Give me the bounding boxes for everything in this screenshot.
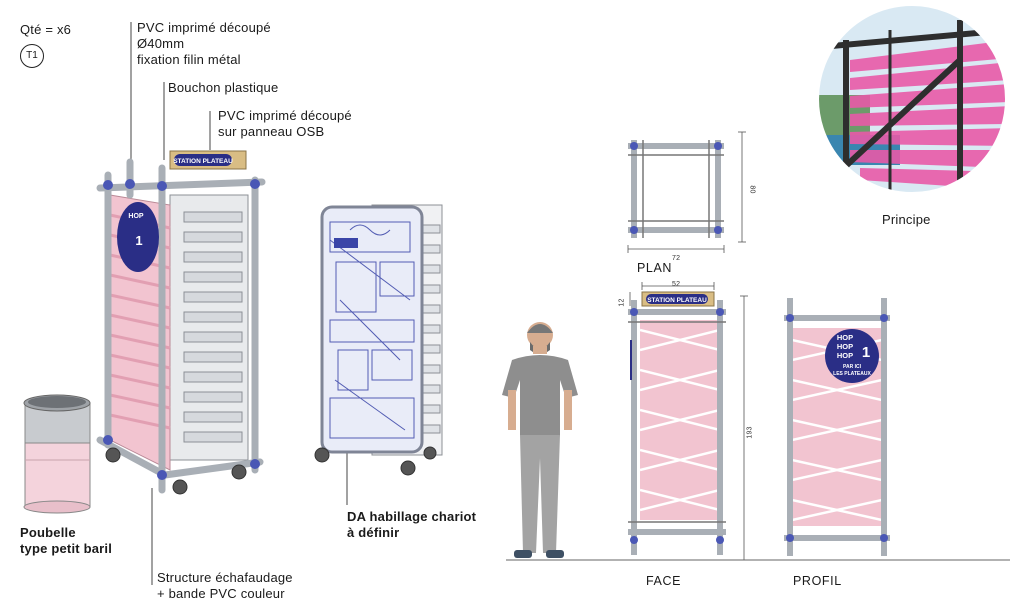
face-view-drawing — [628, 282, 748, 561]
profile-disc-hop-2: HOP — [837, 342, 853, 351]
profile-disc-par-ici: PAR ICI — [843, 364, 862, 370]
label-pvc-osb: PVC imprimé découpé sur panneau OSB — [218, 108, 352, 139]
profile-disc-hop-1: HOP — [837, 333, 853, 342]
cart-disc-hop-text: HOP — [128, 213, 144, 220]
label-principe: Principe — [882, 212, 931, 227]
label-bouchon: Bouchon plastique — [168, 80, 279, 95]
dim-face-height: 193 — [746, 426, 754, 439]
plan-view-drawing — [627, 131, 746, 253]
dim-face-sign-height: 12 — [618, 298, 626, 307]
label-da-habillage: DA habillage chariot à définir — [347, 509, 477, 540]
label-pvc-disc: PVC imprimé découpé Ø40mm fixation filin… — [137, 20, 271, 67]
view-title-plan: PLAN — [637, 261, 673, 275]
profile-disc-number: 1 — [862, 344, 870, 361]
ref-badge: T1 — [20, 44, 44, 68]
view-title-profil: PROFIL — [793, 574, 842, 588]
scale-person-illustration — [502, 322, 578, 558]
dim-plan-width: 72 — [672, 255, 681, 262]
dim-plan-depth: 80 — [748, 185, 756, 194]
label-poubelle: Poubelle type petit baril — [20, 525, 113, 556]
cart-sign-text: STATION PLATEAU — [173, 158, 233, 165]
leader-lines — [130, 22, 348, 585]
cart-disc-hop-number: 1 — [135, 233, 142, 248]
profile-disc-les-plateaux: LES PLATEAUX — [833, 371, 871, 377]
dressed-cart-illustration — [314, 204, 443, 476]
quantity-label: Qté = x6 — [20, 22, 72, 37]
profile-disc-hop-3: HOP — [837, 351, 853, 360]
label-structure: Structure échafaudage + bande PVC couleu… — [157, 570, 293, 601]
profile-view-drawing — [784, 298, 890, 556]
principle-photo — [817, 4, 1007, 194]
dim-face-top-width: 52 — [672, 281, 681, 288]
trash-bin-illustration — [23, 394, 91, 514]
scaffold-cart-illustration — [96, 150, 266, 495]
view-title-face: FACE — [646, 574, 682, 588]
face-sign-text: STATION PLATEAU — [647, 297, 707, 304]
